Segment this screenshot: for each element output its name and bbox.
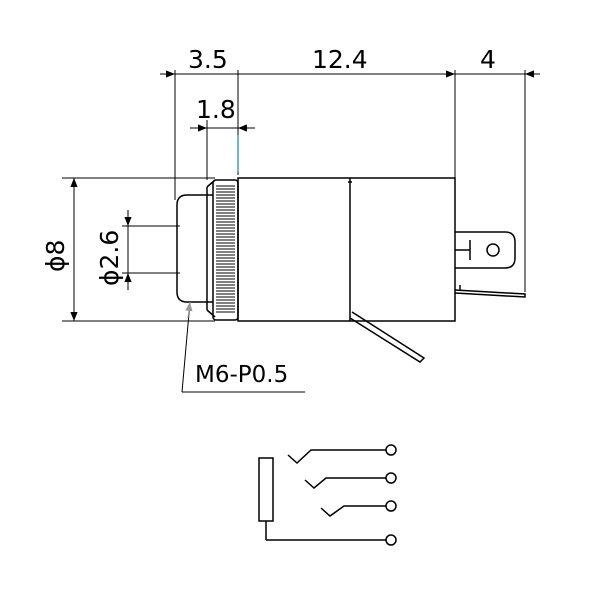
jack-schematic-symbol — [258, 444, 397, 546]
knurl-pattern — [216, 185, 235, 313]
dim-bore-diameter: ϕ2.6 — [95, 230, 124, 286]
dim-thread-length: 1.8 — [196, 95, 236, 124]
dim-body-length: 12.4 — [312, 45, 368, 74]
thread-spec-label: M6-P0.5 — [195, 362, 288, 388]
terminal-4 — [385, 534, 397, 546]
dimension-lines — [62, 70, 540, 322]
dim-outer-diameter: ϕ8 — [41, 240, 70, 272]
dim-flange-length: 3.5 — [188, 45, 228, 74]
terminal-2 — [385, 472, 397, 484]
terminal-3 — [385, 500, 397, 512]
thread-callout-leader — [181, 301, 305, 393]
dim-terminal-length: 4 — [480, 45, 496, 74]
terminal-1 — [385, 444, 397, 456]
connector-body — [176, 177, 526, 363]
